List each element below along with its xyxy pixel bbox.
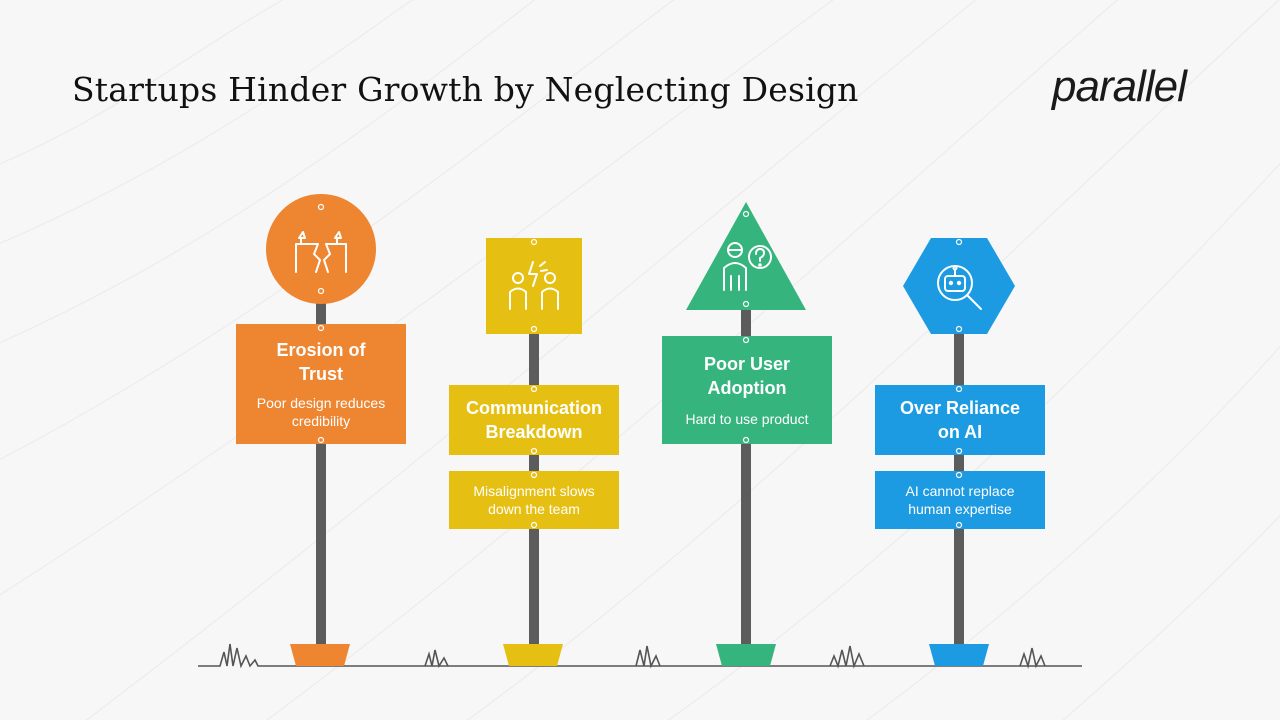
- sign-description: Hard to use product: [685, 411, 809, 427]
- sign-pole: [741, 305, 751, 646]
- sign-hexagon: [903, 238, 1015, 334]
- sign-base: [929, 644, 989, 666]
- ground-line: [198, 643, 1082, 669]
- page-title: Startups Hinder Growth by Neglecting Des…: [72, 70, 859, 109]
- sign-subboard: [449, 471, 619, 529]
- sign-pole: [316, 290, 326, 646]
- sign-base: [290, 644, 350, 666]
- sign-poor-user-adoption: [662, 202, 832, 666]
- confused-user-icon: [723, 242, 772, 291]
- sign-label-erosion-of-trust: Erosion of Trust Poor design reduces cre…: [236, 324, 406, 444]
- sign-base: [503, 644, 563, 666]
- sign-board: [875, 385, 1045, 455]
- sign-communication-breakdown: [449, 238, 619, 666]
- sign-board: [449, 385, 619, 455]
- sign-circle: [266, 194, 376, 304]
- sign-description-communication-breakdown: Misalignment slows down the team: [473, 483, 595, 517]
- sign-heading: Over Reliance on AI: [899, 398, 1021, 442]
- sign-board: [236, 324, 406, 444]
- broken-trust-icon: [295, 231, 347, 273]
- sign-subboard: [875, 471, 1045, 529]
- sign-base: [716, 644, 776, 666]
- sign-label-poor-user-adoption: Poor User Adoption Hard to use product: [662, 336, 832, 444]
- sign-heading: Erosion of Trust: [276, 340, 366, 384]
- sign-erosion-of-trust: [236, 194, 406, 666]
- team-conflict-icon: [509, 261, 559, 310]
- brand-logo: parallel: [1052, 62, 1187, 111]
- sign-heading: Communication Breakdown: [465, 398, 602, 442]
- sign-label-communication-breakdown: Communication Breakdown: [449, 385, 619, 455]
- robot-search-icon: [937, 265, 982, 310]
- sign-description-over-reliance-on-ai: AI cannot replace human expertise: [905, 483, 1015, 517]
- sign-description: Poor design reduces credibility: [256, 395, 386, 429]
- sign-heading: Poor User Adoption: [703, 354, 791, 398]
- sign-label-over-reliance-on-ai: Over Reliance on AI: [875, 385, 1045, 455]
- sign-board: [662, 336, 832, 444]
- sign-over-reliance-on-ai: [875, 238, 1045, 666]
- sign-triangle: [686, 202, 806, 310]
